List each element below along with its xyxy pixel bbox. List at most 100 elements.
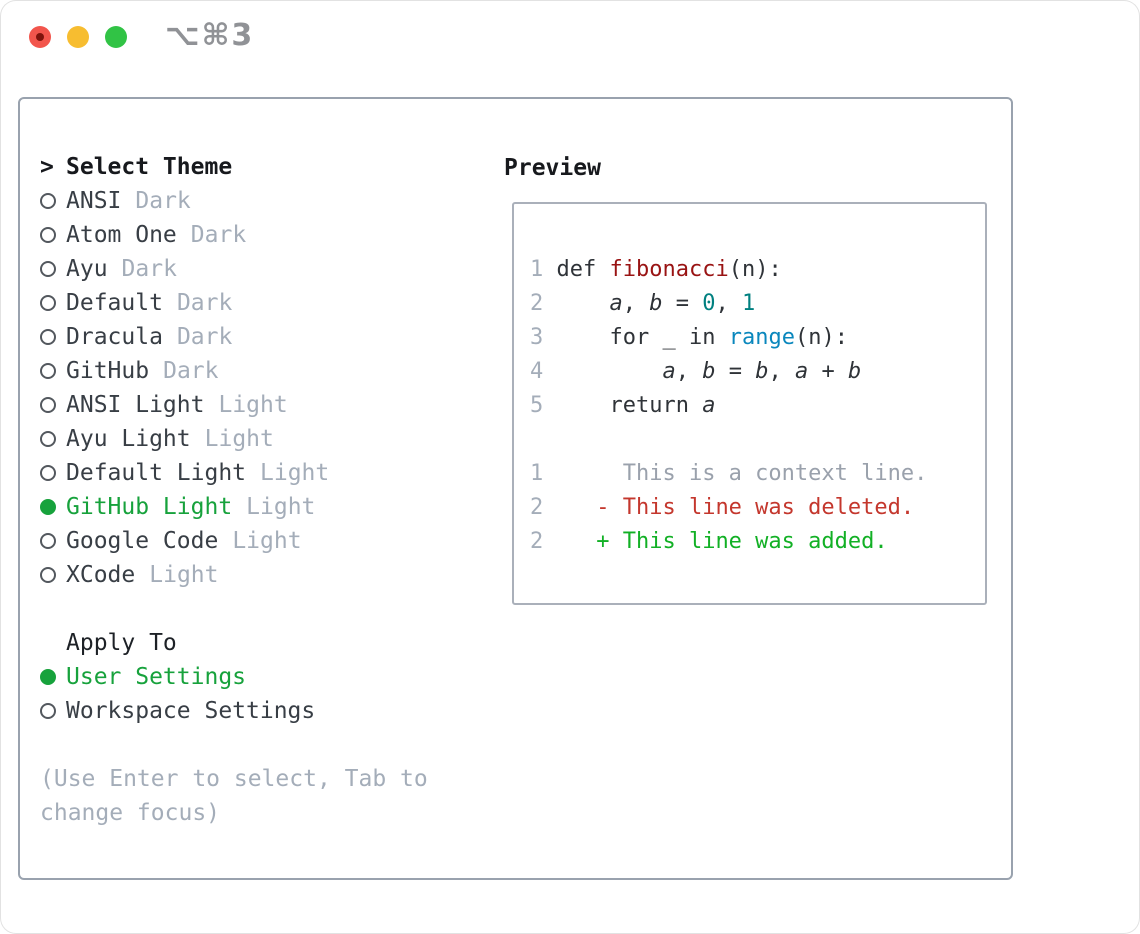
theme-variant: Dark — [190, 222, 247, 248]
theme-variant: Light — [246, 494, 316, 520]
theme-name: Ayu — [66, 256, 108, 282]
preview-header: Preview — [504, 155, 601, 181]
radio-option-label: User Settings — [66, 664, 247, 690]
token-linenum: 2 — [530, 495, 557, 520]
radio-option[interactable]: User Settings — [40, 660, 315, 694]
token-plain: = — [715, 359, 756, 384]
radio-option-label: Workspace Settings — [66, 698, 316, 724]
token-variable: b — [649, 291, 663, 316]
apply-to-label: Apply To — [66, 630, 177, 656]
token-variable: a — [702, 393, 716, 418]
code-line: 1 This is a context line. — [530, 457, 985, 491]
hint-text: (Use Enter to select, Tab to change focu… — [40, 766, 428, 826]
theme-option[interactable]: Atom One Dark — [40, 218, 329, 252]
token-deletion: - This line was deleted. — [556, 495, 915, 520]
theme-variant: Dark — [135, 188, 191, 214]
token-linenum: 5 — [530, 393, 557, 418]
radio-unselected-icon — [40, 431, 56, 447]
radio-option[interactable]: Workspace Settings — [40, 694, 315, 728]
theme-name: GitHub — [66, 358, 150, 384]
token-keyword: in — [688, 325, 716, 350]
radio-unselected-icon — [40, 329, 56, 345]
token-variable: a — [794, 359, 809, 384]
radio-unselected-icon — [40, 465, 56, 481]
token-linenum: 2 — [530, 529, 557, 554]
token-variable: a — [609, 291, 623, 316]
theme-variant: Dark — [121, 256, 177, 282]
token-variable: b — [702, 359, 716, 384]
theme-option[interactable]: XCode Light — [40, 558, 329, 592]
token-plain: , — [622, 291, 650, 316]
token-title: fibonacci — [609, 257, 729, 282]
theme-option[interactable]: Default Light Light — [40, 456, 329, 490]
zoom-button[interactable] — [105, 26, 127, 48]
apply-to-header: Apply To — [40, 626, 315, 660]
token-plain: , — [715, 291, 742, 316]
token-variable: a — [662, 359, 676, 384]
radio-unselected-icon — [40, 193, 56, 209]
theme-variant: Light — [149, 562, 219, 588]
select-theme-header: > Select Theme — [40, 150, 329, 184]
token-plain — [689, 393, 702, 418]
radio-unselected-icon — [40, 397, 56, 413]
theme-name: Dracula — [66, 324, 163, 350]
token-plain: + — [808, 359, 848, 384]
theme-name: Google Code — [66, 528, 219, 554]
minimize-button[interactable] — [67, 26, 89, 48]
radio-unselected-icon — [40, 703, 56, 719]
token-plain — [715, 325, 728, 350]
theme-variant: Light — [218, 392, 288, 418]
code-line: 2 - This line was deleted. — [530, 491, 985, 525]
code-line: 5 return a — [530, 389, 985, 423]
radio-unselected-icon — [40, 533, 56, 549]
token-plain — [557, 393, 610, 418]
theme-variant: Light — [260, 460, 330, 486]
code-line: 4 a, b = b, a + b — [530, 355, 985, 389]
token-plain — [557, 291, 610, 316]
theme-option[interactable]: Ayu Dark — [40, 252, 329, 286]
theme-variant: Dark — [176, 290, 233, 316]
radio-unselected-icon — [40, 227, 56, 243]
theme-variant: Light — [204, 426, 274, 452]
theme-name: Default Light — [66, 460, 247, 486]
code-line: 1 def fibonacci(n): — [530, 253, 985, 287]
window-title: ⌥⌘3 — [165, 18, 255, 53]
radio-unselected-icon — [40, 295, 56, 311]
token-variable: b — [847, 359, 862, 384]
token-number: 1 — [741, 291, 756, 316]
token-linenum: 4 — [530, 359, 557, 384]
token-keyword: return — [609, 393, 689, 418]
token-number: 0 — [702, 291, 716, 316]
token-linenum: 1 — [530, 257, 557, 282]
token-plain: , — [675, 359, 703, 384]
token-keyword: def — [556, 257, 610, 282]
token-context: This is a context line. — [556, 461, 928, 486]
token-plain: , — [768, 359, 795, 384]
code-sample: 1 def fibonacci(n): 2 a, b = 0, 1 3 for _ … — [514, 204, 985, 559]
code-line: 3 for _ in range(n): — [530, 321, 985, 355]
radio-unselected-icon — [40, 261, 56, 277]
token-keyword: for — [609, 325, 650, 350]
token-linenum: 2 — [530, 291, 557, 316]
token-linenum: 1 — [530, 461, 557, 486]
radio-unselected-icon — [40, 363, 56, 379]
prompt-caret-icon: > — [40, 154, 54, 180]
select-theme-title: Select Theme — [66, 154, 233, 180]
token-plain — [557, 359, 663, 384]
theme-name: XCode — [66, 562, 136, 588]
close-dot-icon — [36, 33, 44, 41]
close-button[interactable] — [29, 26, 51, 48]
theme-name: Atom One — [66, 222, 177, 248]
